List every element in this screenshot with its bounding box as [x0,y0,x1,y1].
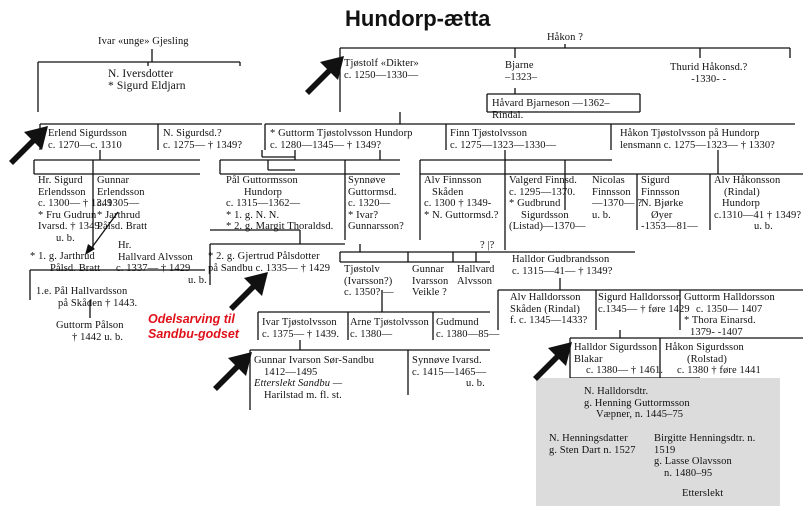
person-n-iversdotter: N. Iversdotter* Sigurd Eldjarn [108,68,186,92]
thin-arrow-icon-jarthrud [85,211,119,255]
arrow-icon-gjertrud [229,272,268,311]
arrow-icon-tjostolf [305,56,344,95]
descendants-label: Etterslekt [682,488,724,499]
arrow-icon-gunnar-sandbu [213,352,252,391]
person-n-sigurdsd: N. Sigurdsd.?c. 1275— † 1349? [163,128,243,151]
person-bjarne: Bjarne–1323– [505,60,538,83]
person-hakon-top: Håkon ? [547,32,583,43]
person-tjostolf-dikter: Tjøstolf «Dikter»c. 1250—1330— [344,58,419,81]
highlight-block-descendants [536,378,780,506]
arrow-icon-erlend [9,126,48,165]
unknown-parents-marks: ? |? [480,240,495,251]
person-synnove-ivarsd: Synnøve Ivarsd.c. 1415—1465—u. b. [412,355,487,389]
person-thurid: Thurid Håkonsd.?-1330- - [670,62,748,85]
person-tjostolv-ivarsson: Tjøstolv(Ivarsson?)c. 1350? — [344,264,394,298]
person-ivar-unge-gjesling: Ivar «unge» Gjesling [98,36,189,47]
page-title: Hundorp-ætta [345,6,491,31]
person-havard-bjarneson: Håvard Bjarneson —1362–Rindal. [492,98,610,121]
person-hakon-sigurdsson: Håkon Sigurdsson(Rolstad)c. 1380 † føre … [665,342,761,376]
person-guttorm-palson: Guttorm Pålson† 1442 u. b. [56,320,124,343]
arrow-icon-halldor-blakar [533,342,572,381]
